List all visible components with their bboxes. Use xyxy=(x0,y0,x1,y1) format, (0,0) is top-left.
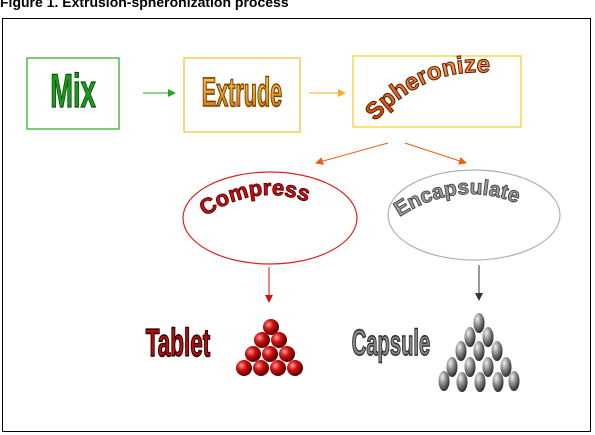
spheronize-box xyxy=(352,55,522,128)
extrude-box xyxy=(183,57,301,133)
capsule-pile-icon xyxy=(438,313,520,392)
mix-box xyxy=(26,57,120,130)
arrow-spheronize-compress xyxy=(315,142,389,165)
extrude-label: Extrude xyxy=(202,70,282,115)
diagram-frame xyxy=(2,18,591,432)
figure-caption: Figure 1. Extrusion-spheronization proce… xyxy=(0,0,289,10)
encapsulate-ellipse xyxy=(387,169,561,261)
arrow-spheronize-encapsulate xyxy=(404,142,467,165)
capsule-label: Capsule xyxy=(352,323,430,364)
tablet-label: Tablet xyxy=(146,320,211,364)
tablet-pile-icon xyxy=(236,319,303,376)
compress-ellipse xyxy=(182,171,358,265)
mix-label: Mix xyxy=(50,65,96,118)
